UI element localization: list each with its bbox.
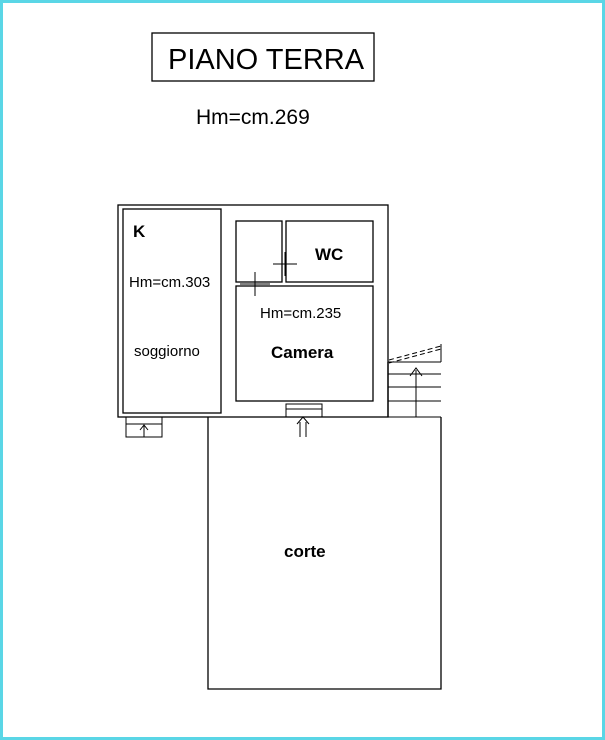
plan-title: PIANO TERRA xyxy=(168,44,365,76)
building-outline xyxy=(117,204,389,418)
stair-arrow-icon xyxy=(409,367,423,417)
living-height-label: Hm=cm.303 xyxy=(129,274,210,291)
camera-height-label: Hm=cm.235 xyxy=(260,305,341,322)
courtyard-label: corte xyxy=(284,542,326,561)
living-room xyxy=(122,208,222,414)
wc-label: WC xyxy=(315,245,343,264)
wc-room xyxy=(285,220,374,283)
general-height-label: Hm=cm.269 xyxy=(196,106,310,129)
closet-room xyxy=(235,220,283,283)
living-room-label: soggiorno xyxy=(134,343,200,360)
camera-label: Camera xyxy=(271,343,334,362)
kitchen-label: K xyxy=(133,222,146,241)
camera-room xyxy=(235,285,374,402)
stair-break-line-1 xyxy=(388,345,442,361)
entrance-arrow-icon xyxy=(296,416,310,437)
step-arrow-icon xyxy=(139,424,149,437)
front-door xyxy=(285,403,323,418)
courtyard-outline xyxy=(207,417,442,690)
title-box xyxy=(151,32,375,82)
stair-break-line-2 xyxy=(388,348,442,364)
